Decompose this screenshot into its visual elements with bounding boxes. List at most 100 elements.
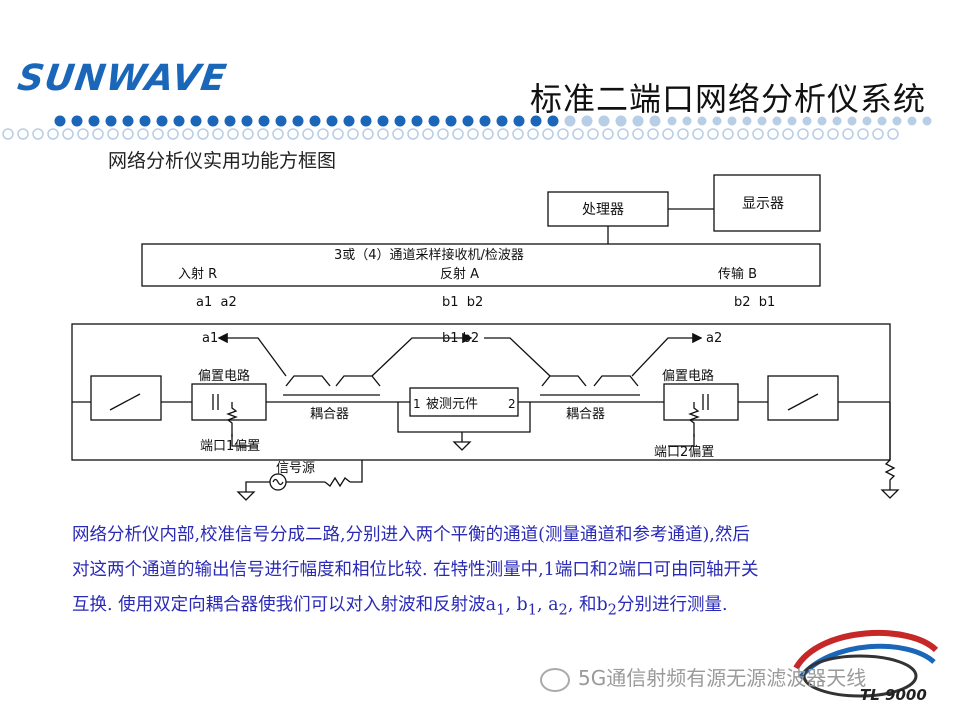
wave-b1: b1: [516, 595, 537, 619]
dot: [842, 128, 854, 140]
dot: [317, 128, 329, 140]
transmitted-label: 传输 B: [718, 266, 757, 282]
dot: [697, 116, 707, 126]
left-bias-label: 偏置电路: [198, 368, 250, 384]
dot: [207, 115, 219, 127]
dot: [827, 128, 839, 140]
dot: [802, 116, 812, 126]
dot: [482, 128, 494, 140]
dot: [422, 128, 434, 140]
reflected-label: 反射 A: [440, 266, 479, 282]
dot: [362, 128, 374, 140]
dot: [581, 115, 593, 127]
dot: [360, 115, 372, 127]
dot: [496, 115, 508, 127]
arrow-a2-label: a2: [706, 331, 722, 346]
left-coupler-label: 耦合器: [310, 407, 349, 422]
processor-box: [547, 191, 669, 227]
dot: [107, 128, 119, 140]
dot: [602, 128, 614, 140]
dot: [787, 116, 797, 126]
dot: [632, 115, 644, 127]
dot: [77, 128, 89, 140]
dot: [564, 115, 576, 127]
dot: [32, 128, 44, 140]
dot: [892, 116, 902, 126]
dot: [224, 115, 236, 127]
test-set-frame: [71, 323, 891, 461]
dot: [437, 128, 449, 140]
dot: [392, 128, 404, 140]
dot: [452, 128, 464, 140]
dot: [615, 115, 627, 127]
dot: [122, 128, 134, 140]
port1-bias-label: 端口1偏置: [200, 439, 260, 454]
dot: [139, 115, 151, 127]
dot: [407, 128, 419, 140]
dot: [275, 115, 287, 127]
dot: [649, 115, 661, 127]
diagram-subtitle: 网络分析仪实用功能方框图: [108, 150, 337, 172]
dot: [326, 115, 338, 127]
dot: [152, 128, 164, 140]
left-switch-box: [90, 375, 162, 421]
dut-label: 被测元件: [426, 397, 478, 412]
dot: [462, 115, 474, 127]
dot: [682, 116, 692, 126]
dot: [137, 128, 149, 140]
dot: [677, 128, 689, 140]
dot: [394, 115, 406, 127]
dot: [922, 116, 932, 126]
wechat-icon: [540, 667, 570, 692]
dot: [258, 115, 270, 127]
dot: [527, 128, 539, 140]
dot: [197, 128, 209, 140]
dot: [857, 128, 869, 140]
dot: [587, 128, 599, 140]
dot: [667, 116, 677, 126]
dot: [309, 115, 321, 127]
dot: [302, 128, 314, 140]
description-line-1: 网络分析仪内部,校准信号分成二路,分别进入两个平衡的通道(测量通道和参考通道),…: [72, 525, 750, 545]
tl9000-badge: [793, 629, 939, 698]
dot: [212, 128, 224, 140]
dot: [862, 116, 872, 126]
signal-source-label: 信号源: [276, 461, 315, 476]
dot: [190, 115, 202, 127]
dut-port1-label: 1: [413, 397, 421, 411]
dot: [377, 128, 389, 140]
display-label: 显示器: [742, 196, 784, 212]
arrow-a1-label: a1: [202, 331, 218, 346]
dut-box: [409, 387, 519, 417]
description-paragraph: 网络分析仪内部,校准信号分成二路,分别进入两个平衡的通道(测量通道和参考通道),…: [72, 518, 922, 628]
dot: [877, 116, 887, 126]
dot: [832, 116, 842, 126]
dot: [62, 128, 74, 140]
dot: [343, 115, 355, 127]
display-box: [713, 174, 821, 232]
arrow-b1b2-label: b1 b2: [442, 331, 479, 346]
dot: [513, 115, 525, 127]
dut-port2-label: 2: [508, 397, 516, 411]
wave-b2: b2: [596, 595, 617, 619]
dot: [292, 115, 304, 127]
dot: [707, 128, 719, 140]
dot: [557, 128, 569, 140]
processor-label: 处理器: [582, 202, 624, 218]
dot: [377, 115, 389, 127]
dot: [817, 116, 827, 126]
dot: [772, 116, 782, 126]
dot: [92, 128, 104, 140]
dot: [712, 116, 722, 126]
dot: [71, 115, 83, 127]
dot: [241, 115, 253, 127]
dot: [428, 115, 440, 127]
dot: [411, 115, 423, 127]
wave-a2: a2: [548, 595, 568, 619]
dot: [272, 128, 284, 140]
dot: [767, 128, 779, 140]
dot: [257, 128, 269, 140]
dot: [173, 115, 185, 127]
watermark-text: 5G通信射频有源无源滤波器天线: [578, 666, 867, 690]
